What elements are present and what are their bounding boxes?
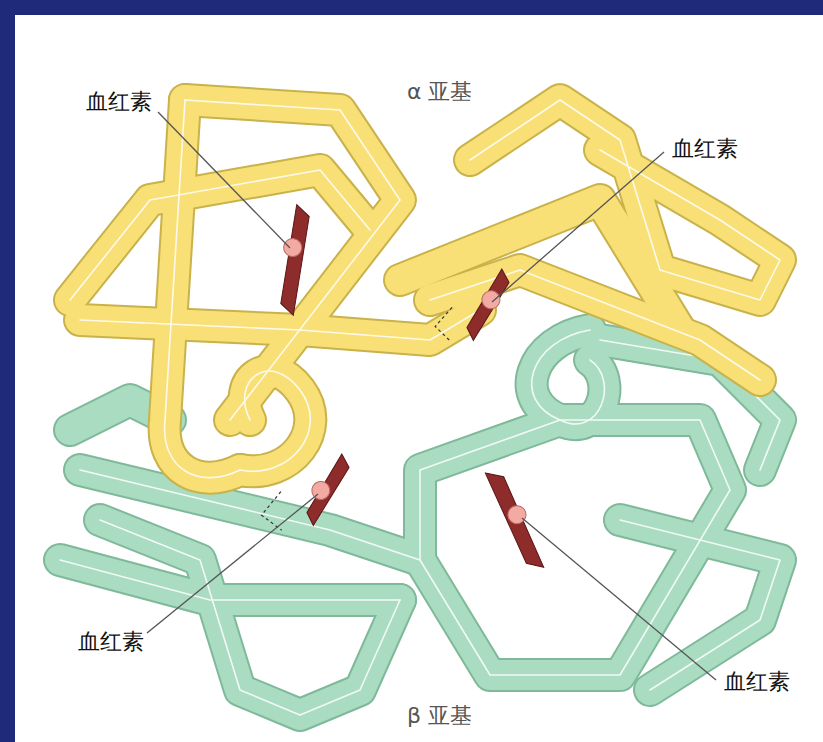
heme-label: 血红素 xyxy=(84,88,154,116)
alpha-chain xyxy=(70,100,780,478)
leader-lines xyxy=(147,112,716,680)
heme-label: 血红素 xyxy=(722,668,792,696)
heme-groups xyxy=(260,204,550,574)
subunit-label: β 亚基 xyxy=(405,702,474,730)
heme-label: 血红素 xyxy=(76,628,146,656)
heme-label: 血红素 xyxy=(670,135,740,163)
subunit-label: α 亚基 xyxy=(405,78,475,106)
